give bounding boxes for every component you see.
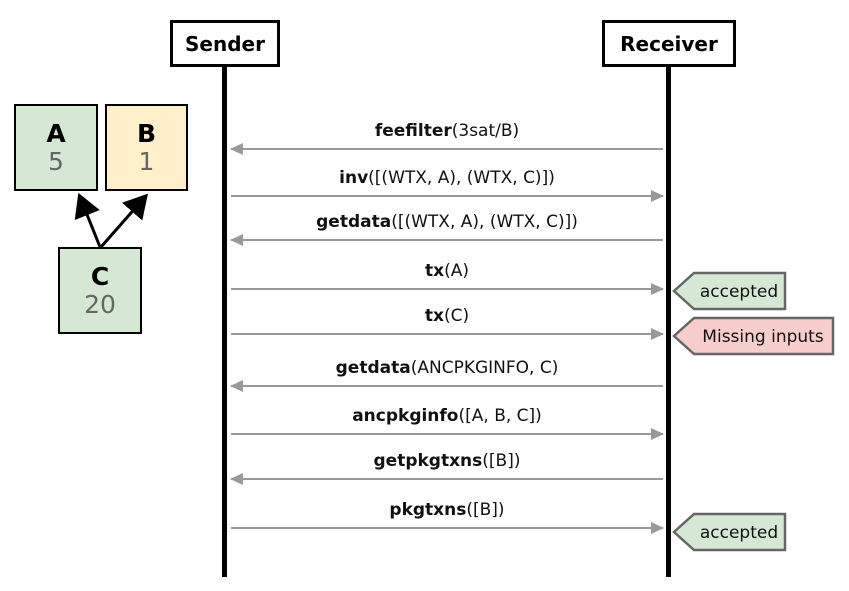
tx-node-a-value: 5: [48, 146, 64, 176]
message-name: pkgtxns: [389, 500, 467, 520]
message-pkgtxns: pkgtxns([B]): [231, 498, 664, 534]
message-name: tx: [425, 261, 445, 281]
message-arrow-right: [231, 522, 664, 534]
tx-node-b: B 1: [105, 104, 188, 191]
message-getdata-ancpkginfo: getdata(ANCPKGINFO, C): [230, 356, 663, 392]
message-name: feefilter: [374, 121, 452, 141]
message-tx-a: tx(A): [231, 259, 664, 295]
message-getdata-wtx: getdata([(WTX, A), (WTX, C)]): [230, 210, 663, 246]
message-label: ancpkginfo([A, B, C]): [231, 406, 663, 426]
badge-shape: [672, 512, 787, 552]
actor-box-receiver: Receiver: [602, 20, 736, 67]
tx-node-c-value: 20: [84, 289, 116, 319]
message-arrow-left: [230, 473, 663, 485]
receiver-lifeline: [666, 67, 671, 577]
message-args: ([(WTX, A), (WTX, C)]): [368, 168, 555, 188]
actor-label-sender: Sender: [185, 31, 265, 56]
message-args: ([A, B, C]): [458, 406, 542, 426]
tx-node-a-label: A: [46, 118, 66, 148]
tx-node-c-label: C: [90, 261, 110, 291]
actor-label-receiver: Receiver: [620, 31, 718, 56]
actor-box-sender: Sender: [170, 20, 280, 67]
message-args: (C): [443, 306, 470, 326]
message-inv: inv([(WTX, A), (WTX, C)]): [231, 166, 664, 202]
message-arrow-left: [230, 380, 663, 392]
badge-accepted-pkgtxns: accepted: [672, 512, 787, 552]
badge-shape: [672, 316, 835, 356]
message-name: getpkgtxns: [373, 451, 483, 471]
badge-label: Missing inputs: [702, 327, 824, 347]
message-name: ancpkginfo: [352, 406, 459, 426]
message-ancpkginfo: ancpkginfo([A, B, C]): [231, 404, 664, 440]
message-arrow-right: [231, 328, 664, 340]
message-name: getdata: [335, 358, 411, 378]
message-args: (3sat/B): [451, 121, 520, 141]
badge-accepted-tx-a: accepted: [672, 271, 787, 311]
message-arrow-right: [231, 428, 664, 440]
sender-lifeline: [222, 67, 227, 577]
edge-c-to-b: [99, 193, 148, 248]
message-name: getdata: [316, 212, 392, 232]
tx-node-b-value: 1: [138, 146, 155, 176]
message-label: inv([(WTX, A), (WTX, C)]): [231, 168, 663, 188]
message-getpkgtxns: getpkgtxns([B]): [230, 449, 663, 485]
message-feefilter: feefilter(3sat/B): [230, 119, 663, 155]
message-arrow-left: [230, 143, 663, 155]
message-label: feefilter(3sat/B): [231, 121, 663, 141]
edge-c-to-a: [74, 192, 102, 248]
message-label: tx(A): [231, 261, 663, 281]
message-arrow-left: [230, 234, 663, 246]
tx-node-c: C 20: [58, 247, 142, 334]
tx-node-b-label: B: [136, 118, 157, 148]
message-label: tx(C): [231, 306, 663, 326]
message-args: ([B]): [466, 500, 505, 520]
badge-shape: [672, 271, 787, 311]
message-args: (ANCPKGINFO, C): [410, 358, 559, 378]
badge-label: accepted: [700, 282, 778, 302]
message-args: ([(WTX, A), (WTX, C)]): [391, 212, 578, 232]
tx-graph-edges: [74, 192, 148, 248]
message-label: getpkgtxns([B]): [231, 451, 663, 471]
message-label: getdata(ANCPKGINFO, C): [231, 358, 663, 378]
message-name: inv: [339, 168, 369, 188]
message-arrow-right: [231, 190, 664, 202]
badge-missing-inputs-tx-c: Missing inputs: [672, 316, 835, 356]
badge-label: accepted: [700, 523, 778, 543]
message-args: (A): [444, 261, 469, 281]
message-name: tx: [424, 306, 444, 326]
message-label: getdata([(WTX, A), (WTX, C)]): [231, 212, 663, 232]
tx-node-a: A 5: [14, 104, 98, 191]
message-tx-c: tx(C): [231, 304, 664, 340]
message-label: pkgtxns([B]): [231, 500, 663, 520]
message-args: ([B]): [482, 451, 521, 471]
message-arrow-right: [231, 283, 664, 295]
